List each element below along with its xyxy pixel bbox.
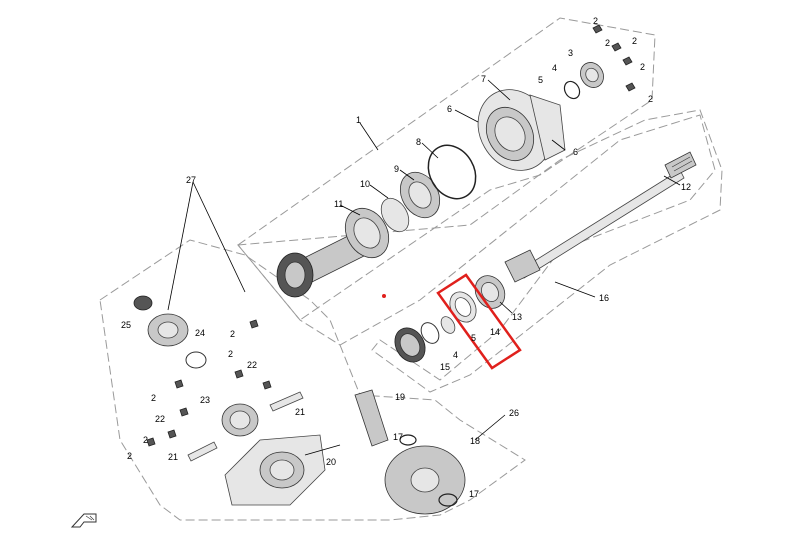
callout-2: 2 xyxy=(127,451,132,461)
callout-26: 26 xyxy=(509,408,519,418)
callout-11: 11 xyxy=(334,199,343,209)
callout-25: 25 xyxy=(121,320,131,330)
part-27-gear xyxy=(147,313,189,347)
part-8-o-ring xyxy=(427,144,477,200)
part-5-ring-lower xyxy=(440,316,456,334)
callout-6: 6 xyxy=(573,147,578,157)
callout-7: 7 xyxy=(481,74,486,84)
callout-2: 2 xyxy=(230,329,235,339)
callout-2: 2 xyxy=(648,94,653,104)
callout-2: 2 xyxy=(632,36,637,46)
part-20-housing xyxy=(224,434,326,506)
part-25-nut xyxy=(133,295,153,311)
callout-8: 8 xyxy=(416,137,421,147)
callout-10: 10 xyxy=(360,179,370,189)
callout-13: 13 xyxy=(512,312,522,322)
leader-lines xyxy=(167,79,681,456)
callout-2: 2 xyxy=(640,62,645,72)
callout-3: 3 xyxy=(568,48,573,58)
callout-5: 5 xyxy=(471,333,476,343)
group-outline-1 xyxy=(237,17,656,321)
callout-2: 2 xyxy=(593,16,598,26)
part-14-ring xyxy=(449,291,477,323)
bolts-top xyxy=(592,24,636,92)
bolts-lower xyxy=(146,319,272,447)
callout-24: 24 xyxy=(195,328,205,338)
callout-18: 18 xyxy=(470,436,480,446)
callout-22: 22 xyxy=(247,360,257,370)
callout-14: 14 xyxy=(490,327,500,337)
callout-19: 19 xyxy=(395,392,405,402)
part-21-brackets xyxy=(187,391,304,462)
callout-20: 20 xyxy=(326,457,336,467)
callout-23: 23 xyxy=(200,395,210,405)
callout-17: 17 xyxy=(393,432,403,442)
part-4-ring-lower xyxy=(420,322,440,344)
callout-2: 2 xyxy=(143,435,148,445)
callout-17: 17 xyxy=(469,489,479,499)
callout-4: 4 xyxy=(552,63,557,73)
part-18-gear xyxy=(384,445,466,515)
callout-22: 22 xyxy=(155,414,165,424)
part-24-washer xyxy=(185,351,207,369)
group-outline-26 xyxy=(99,239,526,521)
callout-15: 15 xyxy=(440,362,450,372)
callout-16: 16 xyxy=(599,293,609,303)
part-9-bearing xyxy=(399,171,441,219)
marker-dot xyxy=(382,294,386,298)
callout-2: 2 xyxy=(605,38,610,48)
part-5-ring-upper xyxy=(563,80,581,100)
part-23-bearing xyxy=(221,403,259,437)
highlight-box-part-14 xyxy=(436,273,522,370)
callout-labels: 1 2 2 2 2 2 2 2 2 2 2 3 4 4 5 5 6 6 7 8 … xyxy=(121,16,691,499)
callout-6: 6 xyxy=(447,104,452,114)
part-3-seal xyxy=(580,62,604,88)
callout-27: 27 xyxy=(186,175,196,185)
callout-1: 1 xyxy=(356,115,361,125)
part-19-shaft xyxy=(354,389,389,447)
part-12-shaft xyxy=(504,151,697,283)
callout-4: 4 xyxy=(453,350,458,360)
part-10-ring xyxy=(380,197,410,233)
callout-2: 2 xyxy=(151,393,156,403)
callout-2: 2 xyxy=(228,349,233,359)
callout-21: 21 xyxy=(168,452,178,462)
part-17-circlip-lower xyxy=(438,493,458,507)
part-15-bearing xyxy=(394,327,426,363)
callout-21: 21 xyxy=(295,407,305,417)
front-arrow-icon xyxy=(70,513,97,528)
group-outline-16 xyxy=(237,109,723,393)
callout-12: 12 xyxy=(681,182,691,192)
callout-9: 9 xyxy=(394,164,399,174)
part-11-bevel-pinion xyxy=(276,207,390,298)
callout-5: 5 xyxy=(538,75,543,85)
part-17-circlip-upper xyxy=(399,434,417,446)
